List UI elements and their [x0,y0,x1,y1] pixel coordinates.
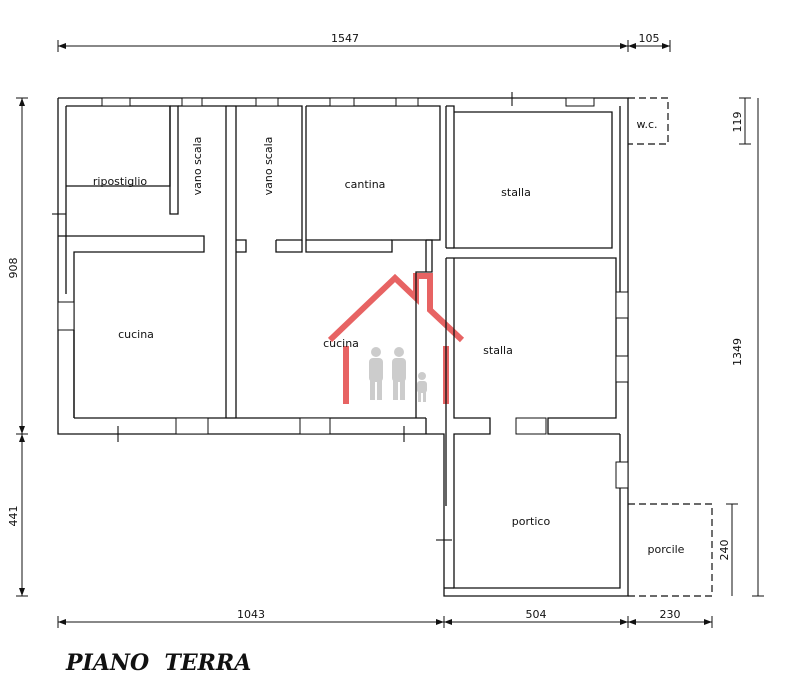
dim-right-total: 1349 [731,338,744,366]
room-label-cantina: cantina [345,178,386,191]
room-label-wc: w.c. [636,118,657,131]
room-label-porcile: porcile [648,543,685,556]
dim-left-upper: 908 [7,258,20,279]
room-label-vano-scala-2: vano scala [262,137,275,196]
dimension-lines [16,40,764,628]
dimension-arrows [19,43,712,625]
plan-title: PIANO TERRA [65,650,251,676]
walls [57,97,629,597]
dim-bottom-right: 230 [660,608,681,621]
room-label-ripostiglio: ripostiglio [93,175,147,188]
room-label-vano-scala-1: vano scala [191,137,204,196]
wc-room [628,97,669,145]
dim-left-lower: 441 [7,506,20,527]
dim-bottom-left: 1043 [237,608,265,621]
windows [57,97,629,489]
dim-top-main: 1547 [331,32,359,45]
room-label-cucina-mid: cucina [323,337,359,350]
room-label-portico: portico [512,515,551,528]
dim-top-wc: 105 [639,32,660,45]
room-label-stalla-mid: stalla [483,344,513,357]
dim-right-wc: 119 [731,112,744,133]
family-icon [369,347,427,402]
room-label-stalla-top: stalla [501,186,531,199]
room-label-cucina-left: cucina [118,328,154,341]
dim-right-porcile: 240 [718,540,731,561]
dim-bottom-mid: 504 [526,608,547,621]
door-marks [52,92,513,541]
